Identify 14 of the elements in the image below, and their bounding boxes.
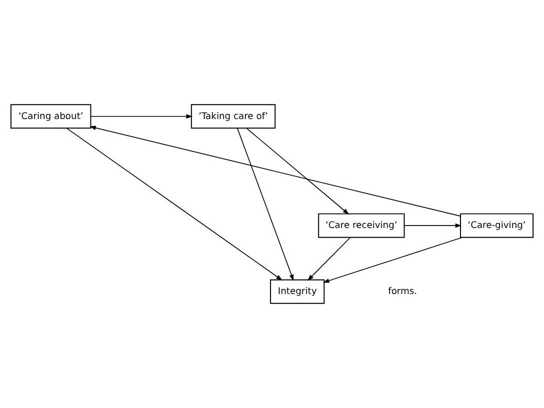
label: forms. <box>388 287 418 298</box>
node-box: ‘Caring about’ <box>10 104 92 129</box>
node-box: ’Taking care of’ <box>190 104 276 129</box>
node-box: Integrity <box>270 279 325 304</box>
arrow <box>307 237 351 281</box>
node-box: ‘Care receiving’ <box>318 213 405 238</box>
arrow <box>404 223 462 228</box>
arrow <box>90 126 461 216</box>
arrow <box>236 128 294 281</box>
node-box: ‘Care-giving’ <box>460 213 534 238</box>
arrow <box>66 128 282 280</box>
arrow <box>322 236 463 283</box>
arrow <box>246 128 350 215</box>
arrow <box>90 114 193 119</box>
